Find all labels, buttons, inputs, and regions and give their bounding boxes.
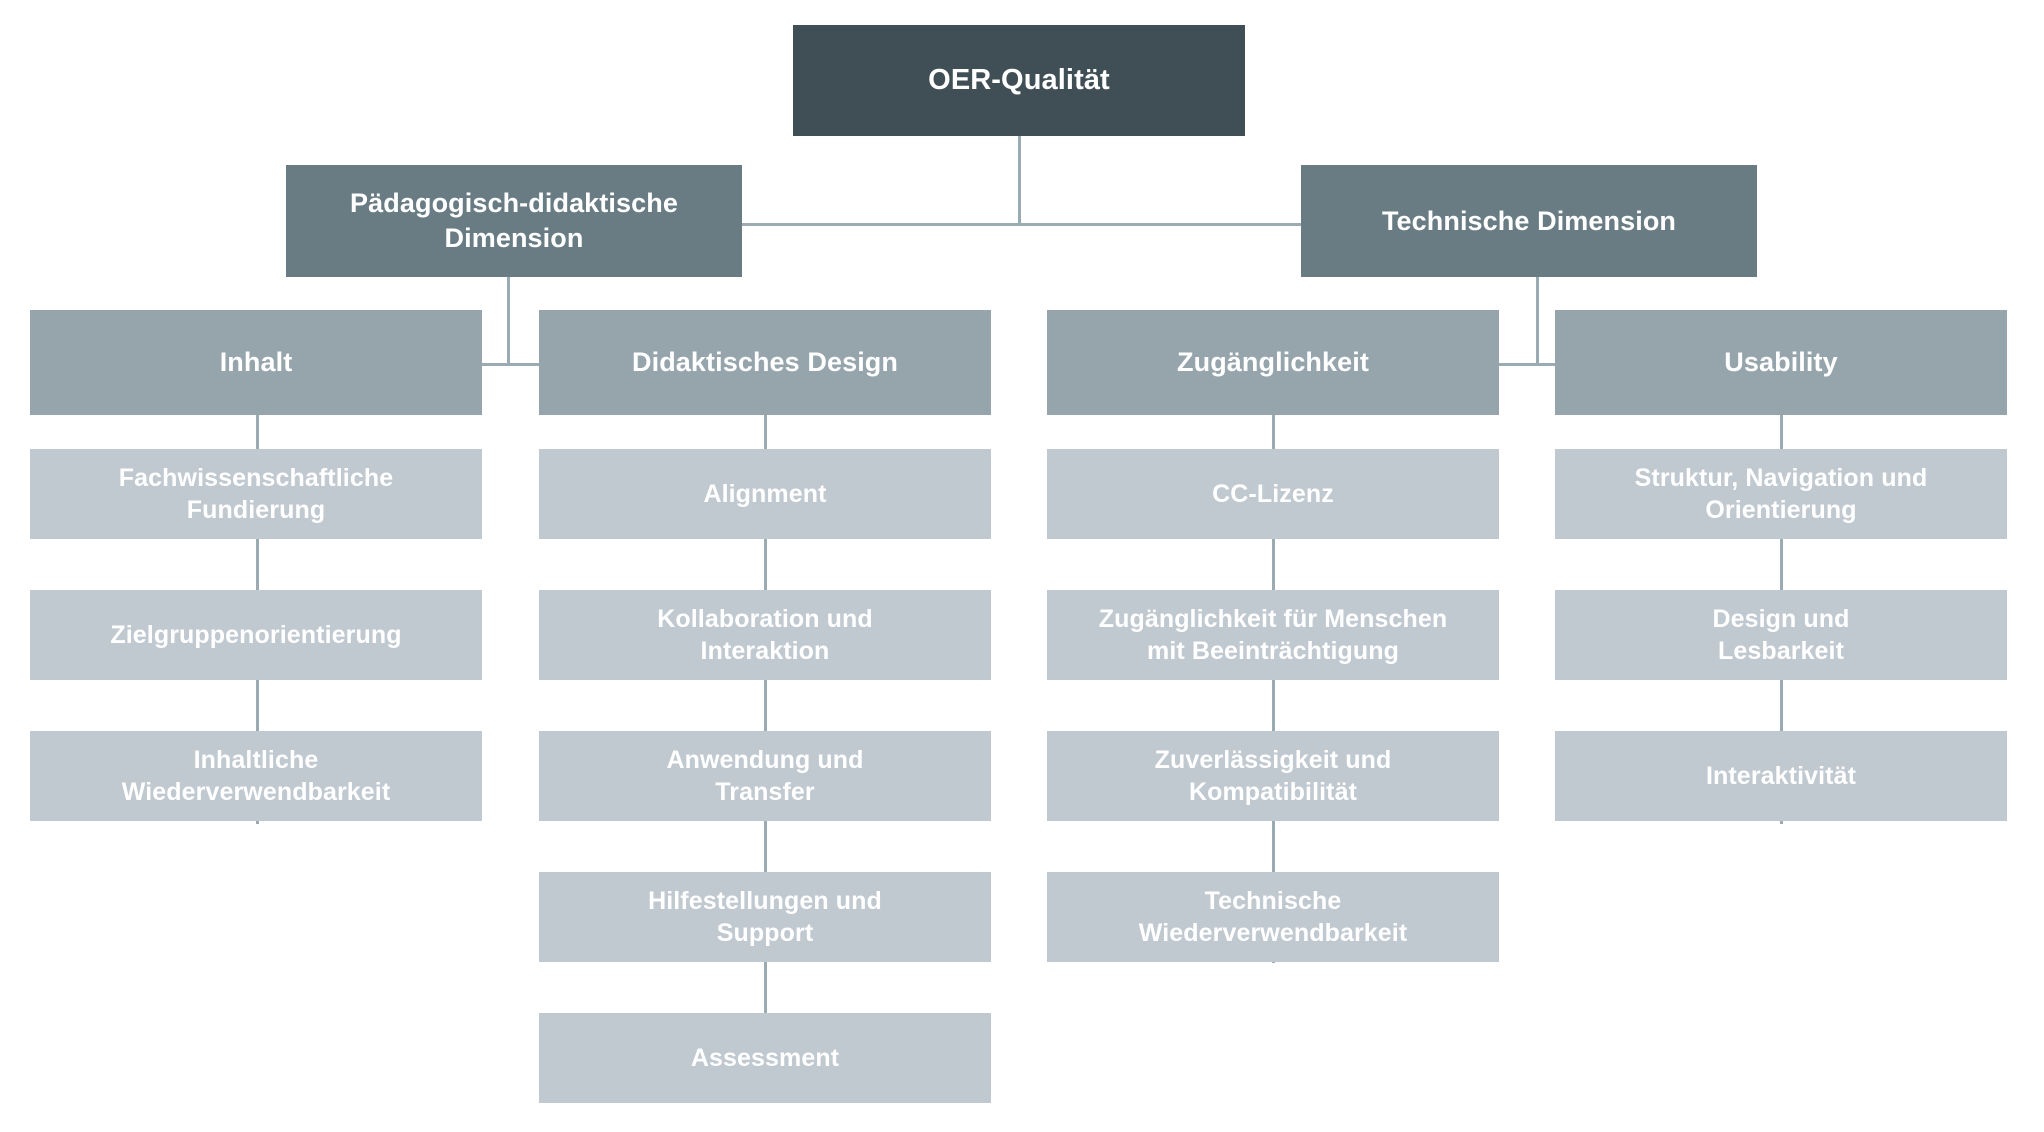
node-leaf-alignment[interactable]: Alignment [539,449,991,539]
node-leaf-kollaboration-und-interaktion[interactable]: Kollaboration und Interaktion [539,590,991,680]
node-leaf-technische-wiederverwendbarkeit[interactable]: Technische Wiederverwendbarkeit [1047,872,1499,962]
connector-root-to-bus [1018,136,1021,226]
connector-left-dimension-down [507,271,510,366]
node-category-zugaenglichkeit[interactable]: Zugänglichkeit [1047,310,1499,415]
node-leaf-assessment[interactable]: Assessment [539,1013,991,1103]
connector-right-category-bus [1284,363,1794,366]
node-leaf-zuverlaessigkeit-und-kompatibilitaet[interactable]: Zuverlässigkeit und Kompatibilität [1047,731,1499,821]
node-category-usability[interactable]: Usability [1555,310,2007,415]
node-leaf-zielgruppenorientierung[interactable]: Zielgruppenorientierung [30,590,482,680]
connector-left-category-bus [257,363,765,366]
node-leaf-fachwissenschaftliche-fundierung[interactable]: Fachwissenschaftliche Fundierung [30,449,482,539]
connector-stem-zugaenglichkeit [1272,408,1275,963]
node-leaf-cc-lizenz[interactable]: CC-Lizenz [1047,449,1499,539]
node-dimension-paedagogisch-didaktisch[interactable]: Pädagogisch-didaktische Dimension [286,165,742,277]
node-leaf-inhaltliche-wiederverwendbarkeit[interactable]: Inhaltliche Wiederverwendbarkeit [30,731,482,821]
node-dimension-technisch[interactable]: Technische Dimension [1301,165,1757,277]
node-category-inhalt[interactable]: Inhalt [30,310,482,415]
node-leaf-interaktivitaet[interactable]: Interaktivität [1555,731,2007,821]
connector-right-dimension-down [1536,271,1539,366]
node-leaf-design-und-lesbarkeit[interactable]: Design und Lesbarkeit [1555,590,2007,680]
node-leaf-zugaenglichkeit-fuer-menschen-mit-beeintraechtigung[interactable]: Zugänglichkeit für Menschen mit Beeinträ… [1047,590,1499,680]
node-leaf-hilfestellungen-und-support[interactable]: Hilfestellungen und Support [539,872,991,962]
node-category-didaktisches-design[interactable]: Didaktisches Design [539,310,991,415]
node-leaf-struktur-navigation-und-orientierung[interactable]: Struktur, Navigation und Orientierung [1555,449,2007,539]
node-leaf-anwendung-und-transfer[interactable]: Anwendung und Transfer [539,731,991,821]
connector-dimension-bus [507,223,1552,226]
node-root-oer-qualitaet[interactable]: OER-Qualität [793,25,1245,136]
